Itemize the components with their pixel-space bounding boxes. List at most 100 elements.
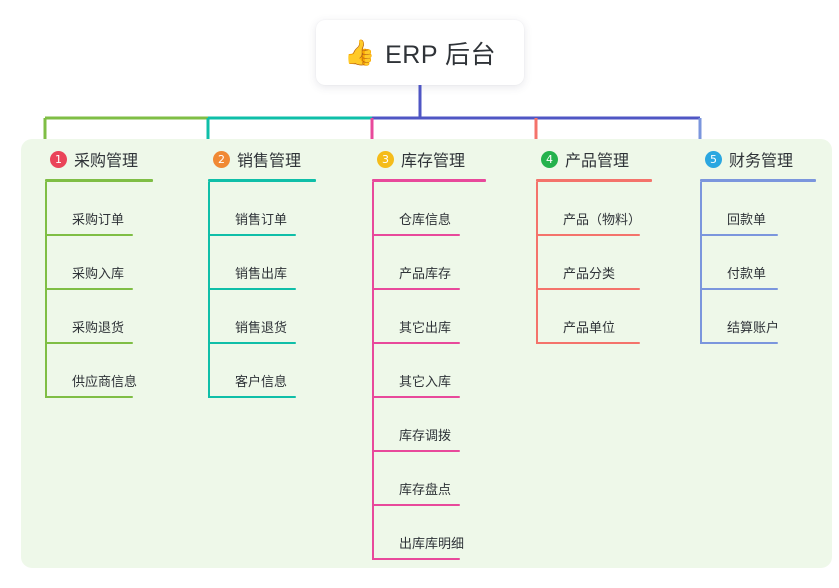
column-header-1[interactable]: 1 采购管理	[33, 147, 191, 171]
menu-item[interactable]: 仓库信息	[372, 182, 518, 236]
menu-item[interactable]: 付款单	[700, 236, 839, 290]
column-header-rule	[45, 179, 153, 182]
column-title: 采购管理	[74, 153, 139, 170]
menu-item-label: 其它入库	[399, 374, 452, 389]
menu-item-label: 仓库信息	[399, 212, 452, 227]
menu-item-label: 销售出库	[235, 266, 288, 281]
menu-item-rule	[700, 234, 778, 236]
menu-item-rule	[372, 558, 460, 560]
menu-item-rule	[372, 396, 460, 398]
menu-item[interactable]: 库存调拨	[372, 398, 518, 452]
menu-item-label: 采购订单	[72, 212, 125, 227]
column-title: 销售管理	[237, 153, 302, 170]
menu-item-label: 付款单	[727, 266, 767, 281]
menu-item-rule	[208, 234, 296, 236]
root-node[interactable]: 👍 ERP 后台	[316, 20, 524, 85]
menu-item-label: 销售订单	[235, 212, 288, 227]
menu-item[interactable]: 结算账户	[700, 290, 839, 344]
menu-item-label: 产品单位	[563, 320, 616, 335]
column-spine	[208, 182, 210, 398]
column-badge-icon: 4	[541, 150, 558, 168]
menu-item-rule	[208, 396, 296, 398]
menu-item-rule	[45, 234, 133, 236]
column-2: 2 销售管理销售订单销售出库销售退货客户信息	[196, 147, 354, 398]
column-1: 1 采购管理采购订单采购入库采购退货供应商信息	[33, 147, 191, 398]
menu-item-rule	[45, 396, 133, 398]
column-header-4[interactable]: 4 产品管理	[524, 147, 682, 171]
column-items: 回款单付款单结算账户	[700, 182, 839, 344]
menu-item[interactable]: 销售退货	[208, 290, 354, 344]
menu-item-label: 采购退货	[72, 320, 125, 335]
menu-item-rule	[700, 288, 778, 290]
menu-item[interactable]: 产品库存	[372, 236, 518, 290]
diagram-canvas	[21, 139, 832, 568]
menu-item-rule	[372, 342, 460, 344]
menu-item-rule	[372, 234, 460, 236]
column-items: 采购订单采购入库采购退货供应商信息	[45, 182, 191, 398]
column-spine	[536, 182, 538, 344]
thumbs-up-icon: 👍	[343, 38, 376, 67]
menu-item[interactable]: 供应商信息	[45, 344, 191, 398]
menu-item-label: 产品库存	[399, 266, 452, 281]
column-4: 4 产品管理产品（物料） 产品分类产品单位	[524, 147, 682, 344]
column-badge-icon: 3	[377, 150, 394, 168]
menu-item-rule	[372, 504, 460, 506]
menu-item[interactable]: 销售订单	[208, 182, 354, 236]
column-title: 财务管理	[729, 153, 794, 170]
menu-item-label: 产品（物料）	[563, 212, 642, 227]
menu-item-label: 产品分类	[563, 266, 616, 281]
menu-item-rule	[372, 288, 460, 290]
menu-item-label: 采购入库	[72, 266, 125, 281]
menu-item[interactable]: 产品（物料）	[536, 182, 682, 236]
column-spine	[372, 182, 374, 560]
menu-item-rule	[536, 288, 640, 290]
column-title: 库存管理	[401, 153, 466, 170]
column-3: 3 库存管理仓库信息产品库存其它出库其它入库库存调拨库存盘点出库库明细	[360, 147, 518, 560]
menu-item[interactable]: 其它入库	[372, 344, 518, 398]
menu-item-rule	[45, 288, 133, 290]
column-spine	[700, 182, 702, 344]
menu-item[interactable]: 销售出库	[208, 236, 354, 290]
menu-item-label: 回款单	[727, 212, 767, 227]
menu-item-label: 结算账户	[727, 320, 780, 335]
menu-item[interactable]: 其它出库	[372, 290, 518, 344]
column-badge-icon: 5	[705, 150, 722, 168]
menu-item[interactable]: 产品单位	[536, 290, 682, 344]
column-badge-icon: 2	[213, 150, 230, 168]
menu-item[interactable]: 回款单	[700, 182, 839, 236]
menu-item-label: 库存盘点	[399, 482, 452, 497]
column-items: 产品（物料） 产品分类产品单位	[536, 182, 682, 344]
menu-item-label: 其它出库	[399, 320, 452, 335]
menu-item-rule	[536, 234, 640, 236]
column-title: 产品管理	[565, 153, 630, 170]
menu-item-rule	[208, 288, 296, 290]
menu-item[interactable]: 产品分类	[536, 236, 682, 290]
menu-item-label: 供应商信息	[72, 374, 138, 389]
menu-item[interactable]: 采购订单	[45, 182, 191, 236]
menu-item[interactable]: 采购入库	[45, 236, 191, 290]
column-items: 销售订单销售出库销售退货客户信息	[208, 182, 354, 398]
column-items: 仓库信息产品库存其它出库其它入库库存调拨库存盘点出库库明细	[372, 182, 518, 560]
menu-item[interactable]: 采购退货	[45, 290, 191, 344]
column-header-rule	[372, 179, 486, 182]
menu-item[interactable]: 库存盘点	[372, 452, 518, 506]
column-badge-icon: 1	[50, 150, 67, 168]
column-5: 5 财务管理回款单付款单结算账户	[688, 147, 839, 344]
menu-item[interactable]: 出库库明细	[372, 506, 518, 560]
menu-item-rule	[700, 342, 778, 344]
root-node-label: ERP 后台	[385, 40, 497, 69]
menu-item-rule	[208, 342, 296, 344]
menu-item-label: 库存调拨	[399, 428, 452, 443]
menu-item-label: 客户信息	[235, 374, 288, 389]
menu-item-rule	[45, 342, 133, 344]
column-header-2[interactable]: 2 销售管理	[196, 147, 354, 171]
column-header-3[interactable]: 3 库存管理	[360, 147, 518, 171]
menu-item-label: 出库库明细	[399, 536, 465, 551]
menu-item-rule	[536, 342, 640, 344]
column-header-5[interactable]: 5 财务管理	[688, 147, 839, 171]
column-header-rule	[700, 179, 816, 182]
menu-item[interactable]: 客户信息	[208, 344, 354, 398]
menu-item-label: 销售退货	[235, 320, 288, 335]
column-header-rule	[536, 179, 652, 182]
column-header-rule	[208, 179, 316, 182]
